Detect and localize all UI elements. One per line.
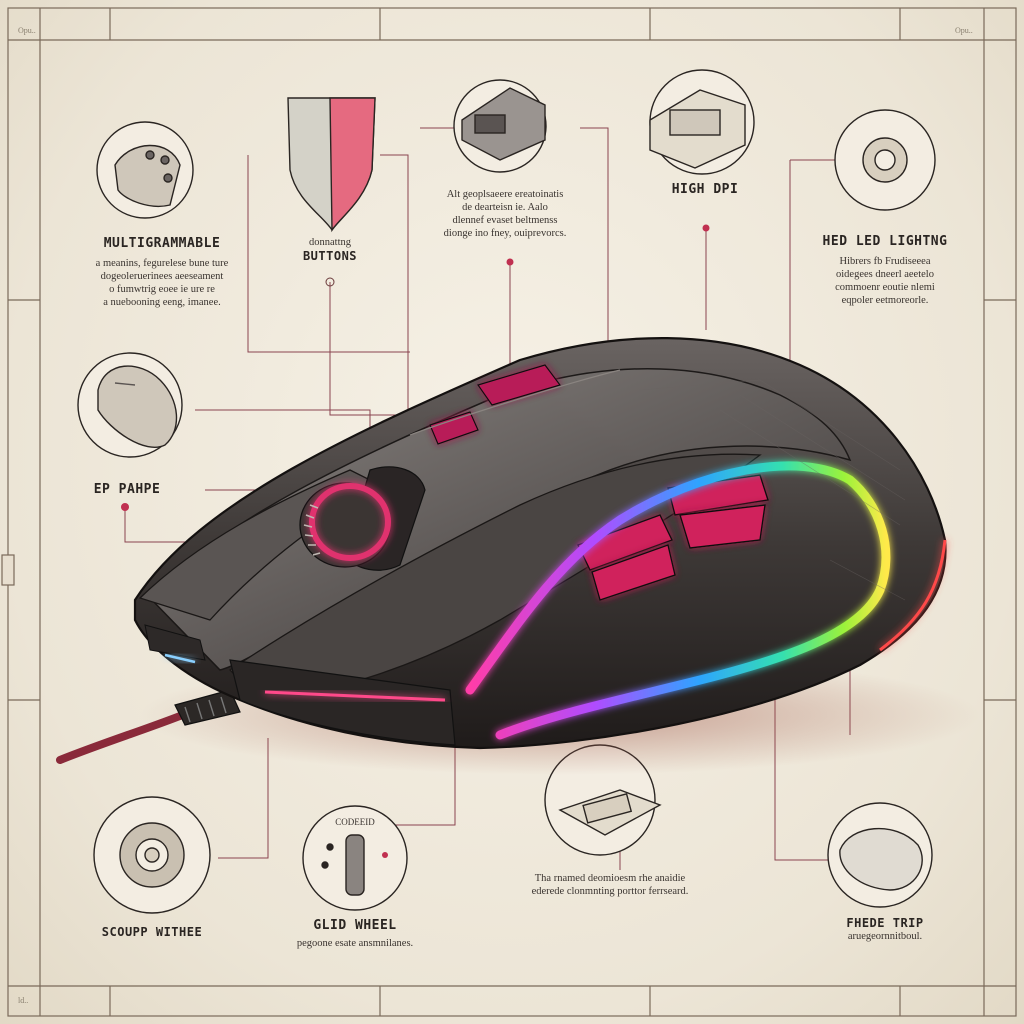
callout-lighting-title: HED LED LIGHTNG [822,234,948,249]
corner-mark-top-right: Opu.. [955,26,973,35]
callout-dpi: HIGH DPI [650,182,760,197]
callout-programmable-line-1: a meanins, fegurelese bune ture [95,258,229,269]
texture-hatching [639,379,906,601]
detail-circle-shape [77,352,183,458]
detail-circle-sensor [453,79,547,173]
callout-wheel-line: pegoone esate ansmnilanes. [296,938,414,949]
callout-wheel-tag: CODEEID [320,816,390,829]
callout-scroll-title: SCOUPP WITHEE [101,925,203,939]
callout-lighting-line-2: oidegees dneerl aeetelo [836,269,934,280]
callout-scroll: SCOUPP WITHEE [82,925,222,939]
detail-circle-dpi [649,69,755,175]
rgb-light-strip [465,461,891,740]
callout-sensor: Alt geoplsaeere ereatoinatis de dearteis… [400,188,610,240]
callout-sensor-line-1: Alt geoplsaeere ereatoinatis [446,189,564,200]
callout-lighting: HED LED LIGHTNG Hibrers fb Frudiseeea oi… [800,234,970,307]
mouse-cable [56,689,241,764]
callout-grip-line: aruegeornnitboul. [847,931,923,942]
callout-memory: Tha rnamed deomioesm rhe anaidie ederede… [490,872,730,898]
detail-circle-scroll [93,796,211,914]
mouse-body [133,337,947,750]
callout-lighting-line-3: commoenr eoutie nlemi [835,282,935,293]
dpi-buttons [409,364,621,445]
callout-sensor-line-3: dlennef evaset beltmenss [452,215,558,226]
callout-wheel-tag-text: CODEEID [335,817,375,827]
callout-memory-line-2: ederede clonmnting porttor ferrseard. [531,886,689,897]
callout-lighting-line-1: Hibrers fb Frudiseeea [839,256,931,267]
callout-buttons-line-1: donnattng [309,237,351,248]
callout-programmable-line-2: dogeoleruerinees aeeseament [100,271,224,282]
detail-circle-grip [827,802,933,908]
callout-memory-line-1: Tha rnamed deomioesm rhe anaidie [534,873,686,884]
callout-programmable-title: MULTIGRAMMABLE [103,236,221,251]
corner-mark-top-left: Opu.. [18,26,36,35]
corner-mark-bottom-left: ld.. [18,996,29,1005]
callout-buttons: donnattng BUTTONS [270,236,390,263]
callout-dpi-title: HIGH DPI [671,182,739,197]
detail-circle-wheel [302,805,408,911]
callout-wheel: GLID WHEEL pegoone esate ansmnilanes. [270,918,440,950]
detail-circle-shield [287,97,376,233]
callout-programmable: MULTIGRAMMABLE a meanins, fegurelese bun… [52,236,272,309]
callout-shape: EP PAHPE [72,482,182,497]
callout-sensor-line-4: dionge ino fney, ouiprevorcs. [443,228,567,239]
scroll-wheel [299,466,426,571]
detail-circle-led [834,109,936,211]
callout-shape-title: EP PAHPE [93,482,161,497]
callout-buttons-title: BUTTONS [302,249,358,263]
blueprint-frame [1,7,1017,1017]
callout-wheel-title: GLID WHEEL [313,918,397,933]
callout-grip-title: FHEDE TRIP [846,916,924,930]
callout-programmable-line-3: o fumwtrig eoee ie ure re [109,284,215,295]
callout-grip: FHEDE TRIP aruegeornnitboul. [820,916,950,943]
callout-lighting-line-4: eqpoler eetmoreorle. [841,295,929,306]
callout-sensor-line-2: de dearteisn ie. Aalo [462,202,548,213]
callout-programmable-line-4: a nuebooning eeng, imanee. [103,297,221,308]
detail-circle-side-buttons [96,121,194,219]
